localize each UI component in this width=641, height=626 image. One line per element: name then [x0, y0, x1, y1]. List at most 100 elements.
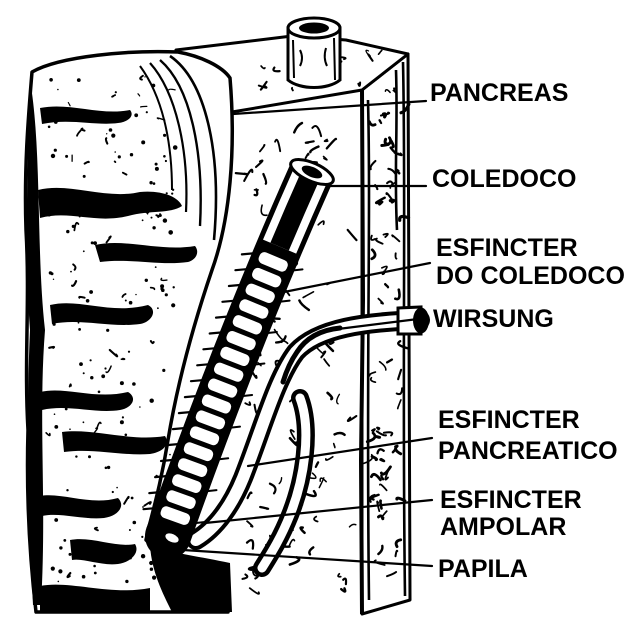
sphincter-fiber: [216, 317, 227, 318]
mucosa-speckle: [168, 230, 173, 235]
mucosa-speckle: [165, 160, 167, 162]
mucosa-speckle: [125, 580, 128, 583]
mucosa-speckle: [135, 294, 136, 295]
mucosa-speckle: [126, 402, 129, 405]
mucosa-speckle: [69, 553, 72, 556]
tissue-texture-stroke: [380, 120, 382, 123]
mucosa-speckle: [106, 133, 107, 134]
mucosa-speckle: [165, 293, 168, 296]
mucosa-speckle: [134, 113, 138, 117]
mucosa-speckle: [55, 394, 58, 397]
mucosa-speckle: [163, 441, 166, 444]
mucosa-speckle: [109, 128, 113, 132]
mucosa-speckle: [145, 209, 149, 213]
tissue-texture-stroke: [376, 436, 380, 437]
mucosa-speckle: [116, 487, 118, 489]
mucosa-speckle: [51, 201, 52, 202]
mucosa-speckle: [68, 311, 70, 313]
mucosa-speckle: [90, 359, 92, 361]
sphincter-fiber: [235, 269, 246, 270]
sphincter-fiber: [242, 253, 253, 254]
mucosa-speckle: [141, 536, 143, 538]
mucosa-speckle: [54, 120, 58, 124]
mucosa-speckle: [139, 406, 141, 408]
mucosa-speckle: [70, 306, 72, 308]
mucosa-speckle: [154, 195, 156, 197]
mucosa-speckle: [105, 508, 109, 512]
label-pancreas: PANCREAS: [430, 79, 568, 107]
tissue-texture-stroke: [306, 141, 314, 143]
mucosa-speckle: [47, 212, 51, 216]
sphincter-fiber: [281, 301, 290, 302]
mucosa-speckle: [125, 434, 128, 437]
label-esfincter-do-coledoco-line1: ESFINCTER: [436, 234, 578, 262]
mucosa-speckle: [155, 163, 158, 166]
mucosa-speckle: [87, 516, 89, 518]
mucosa-speckle: [132, 382, 136, 386]
pancreas-front-edge: [361, 90, 363, 614]
mucosa-speckle: [150, 568, 153, 571]
mucosa-speckle: [172, 189, 174, 191]
mucosa-speckle: [54, 413, 56, 415]
sphincter-fiber: [231, 427, 240, 428]
mucosa-speckle: [120, 381, 124, 385]
mucosa-speckle: [84, 115, 86, 117]
sphincter-fiber: [144, 508, 155, 509]
mucosa-speckle: [89, 556, 91, 558]
mucosa-speckle: [79, 362, 83, 366]
mucosa-speckle: [48, 508, 51, 511]
mucosa-speckle: [88, 455, 91, 458]
mucosa-speckle: [131, 497, 134, 500]
mucosa-speckle: [162, 369, 165, 372]
mucosa-speckle: [120, 420, 124, 424]
mucosa-speckle: [149, 181, 152, 184]
mucosa-speckle: [115, 91, 117, 93]
label-esfincter-pancreatico-line2: PANCREATICO: [438, 437, 618, 465]
sphincter-fiber: [191, 380, 202, 381]
mucosa-speckle: [48, 126, 51, 129]
mucosa-speckle: [122, 416, 124, 418]
tissue-texture-stroke: [121, 359, 124, 360]
mucosa-speckle: [69, 504, 71, 506]
mucosa-speckle: [168, 258, 172, 262]
mucosa-speckle: [150, 399, 154, 403]
mucosa-speckle: [94, 436, 98, 440]
mucosa-speckle: [94, 572, 97, 575]
mucosa-speckle: [151, 217, 153, 219]
mucosa-speckle: [50, 500, 52, 502]
mucosa-speckle: [70, 271, 72, 273]
mucosa-speckle: [95, 121, 96, 122]
mucosa-speckle: [129, 529, 131, 531]
mucosa-speckle: [54, 518, 58, 522]
mucosa-speckle: [122, 450, 125, 453]
mucosa-speckle: [155, 266, 157, 268]
mucosa-speckle: [93, 241, 97, 245]
mucosa-speckle: [153, 182, 156, 185]
mucosa-speckle: [104, 367, 106, 369]
mucosa-speckle: [105, 395, 107, 397]
tissue-texture-stroke: [396, 253, 397, 258]
mucosa-speckle: [59, 546, 62, 549]
sphincter-fiber: [255, 364, 264, 365]
mucosa-speckle: [163, 218, 167, 222]
mucosa-speckle: [93, 565, 96, 568]
tissue-texture-stroke: [151, 341, 154, 343]
mucosa-speckle: [63, 539, 66, 542]
mucosa-speckle: [137, 194, 141, 198]
mucosa-speckle: [173, 286, 175, 288]
sphincter-fiber: [268, 332, 277, 333]
mucosa-speckle: [173, 145, 178, 150]
tissue-texture-stroke: [372, 429, 375, 431]
mucosa-speckle: [78, 328, 81, 331]
mucosa-speckle: [171, 303, 175, 307]
mucosa-speckle: [163, 134, 166, 137]
mucosa-speckle: [84, 445, 87, 448]
mucosa-speckle: [101, 374, 105, 378]
mucosa-speckle: [112, 491, 114, 493]
tissue-texture-stroke: [49, 347, 54, 348]
tissue-texture-stroke: [379, 200, 382, 204]
mucosa-speckle: [171, 193, 173, 195]
mucosa-speckle: [104, 440, 109, 445]
mucosa-speckle: [129, 301, 133, 305]
mucosa-speckle: [81, 509, 83, 511]
